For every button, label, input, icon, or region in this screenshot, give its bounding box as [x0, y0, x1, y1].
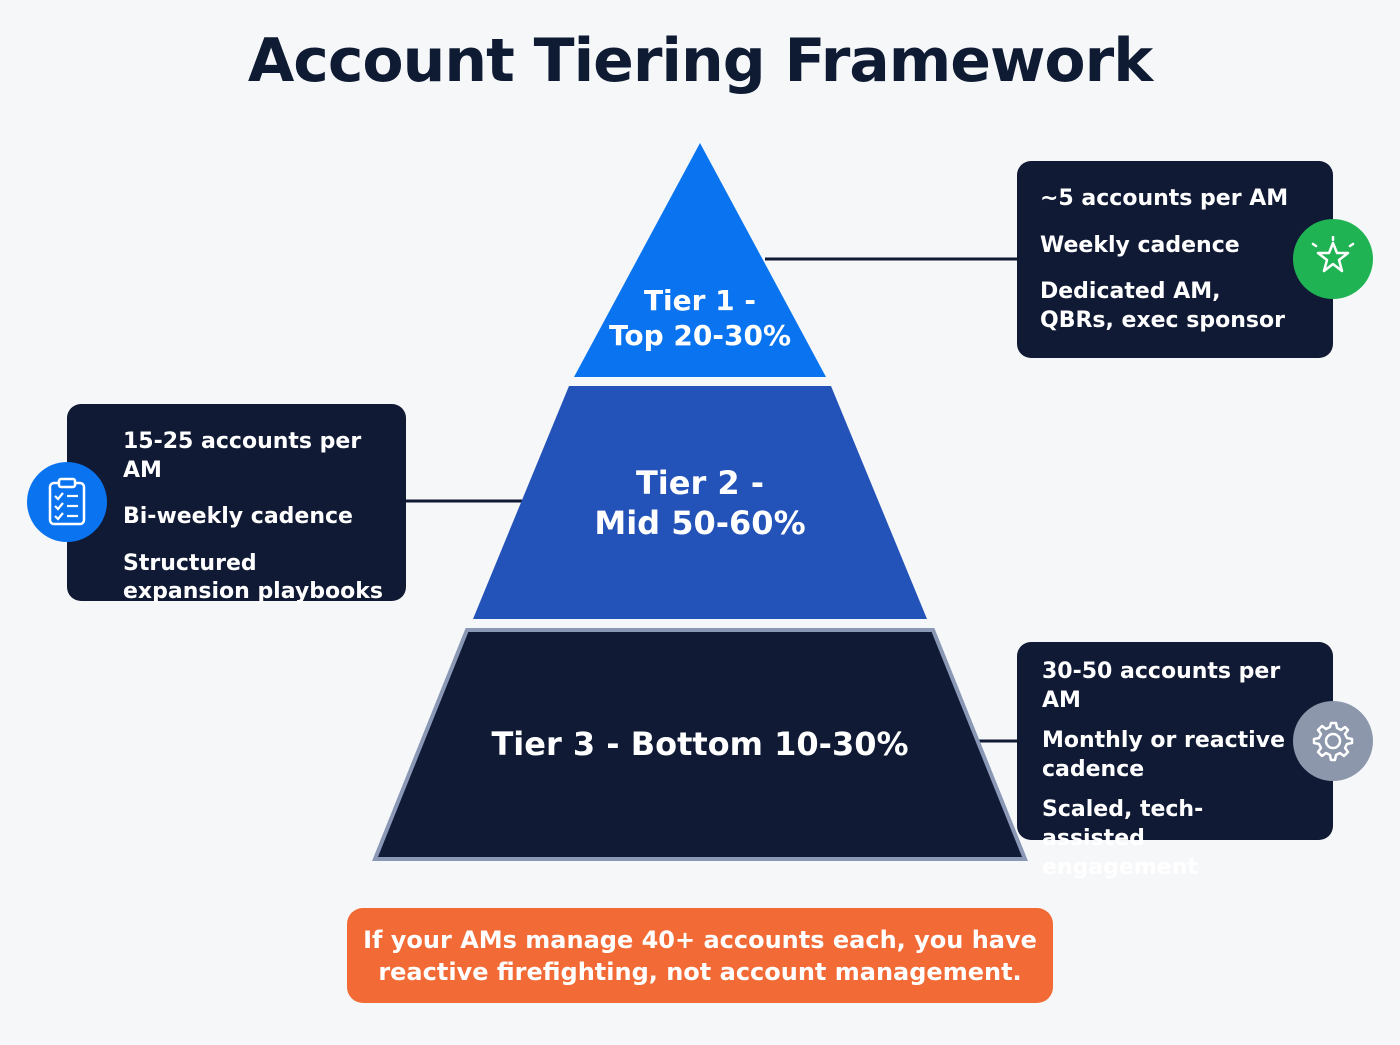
- clipboard-checklist-icon: [48, 477, 86, 526]
- tier-3-accounts: 30-50 accounts per AM: [1042, 659, 1281, 713]
- tier-2-accounts: 15-25 accounts per AM: [123, 429, 362, 483]
- tier-2-cadence: Bi-weekly cadence: [123, 504, 353, 530]
- tier-3-label: Tier 3 - Bottom 10-30%: [450, 724, 950, 764]
- callout-line2: reactive firefighting, not account manag…: [378, 957, 1022, 986]
- tier-1-accounts: ~5 accounts per AM: [1040, 186, 1289, 211]
- tier-2-segment: [473, 386, 927, 619]
- tier-2-label-line2: Mid 50-60%: [594, 504, 806, 542]
- gear-icon: [1312, 721, 1354, 762]
- tier-2-label-line1: Tier 2 -: [635, 464, 765, 502]
- tier-3-engagement: Scaled, tech-assisted engagement: [1042, 797, 1204, 880]
- tier-3-cadence: Monthly or reactive cadence: [1042, 728, 1285, 782]
- tier-3-info-box: 30-50 accounts per AM Monthly or reactiv…: [1017, 642, 1333, 880]
- tier-3-badge: [1293, 701, 1373, 781]
- sparkle-star-icon: [1311, 236, 1355, 273]
- callout-line1: If your AMs manage 40+ accounts each, yo…: [363, 925, 1037, 954]
- tier-1-label-line1: Tier 1 -: [643, 284, 757, 317]
- tier-2-engagement: Structured expansion playbooks: [123, 550, 383, 605]
- warning-callout: If your AMs manage 40+ accounts each, yo…: [347, 908, 1053, 1003]
- tier-2-badge: [27, 462, 107, 542]
- tier-1-engagement: Dedicated AM, QBRs, exec sponsor: [1040, 279, 1285, 333]
- tier-2-label: Tier 2 - Mid 50-60%: [550, 463, 850, 543]
- tier-1-segment: [574, 143, 826, 377]
- tier-3-segment: [372, 628, 1028, 861]
- tier-1-info-box: ~5 accounts per AM Weekly cadence Dedica…: [1017, 161, 1333, 358]
- tier-3-label-line1: Tier 3 - Bottom 10-30%: [491, 725, 909, 763]
- page-title: Account Tiering Framework: [247, 26, 1153, 96]
- tier-1-label: Tier 1 - Top 20-30%: [590, 283, 810, 353]
- tier-1-label-line2: Top 20-30%: [608, 319, 791, 352]
- tier-1-cadence: Weekly cadence: [1040, 232, 1240, 258]
- tier-1-badge: [1293, 219, 1373, 299]
- tier-2-info-box: 15-25 accounts per AM Bi-weekly cadence …: [67, 404, 406, 604]
